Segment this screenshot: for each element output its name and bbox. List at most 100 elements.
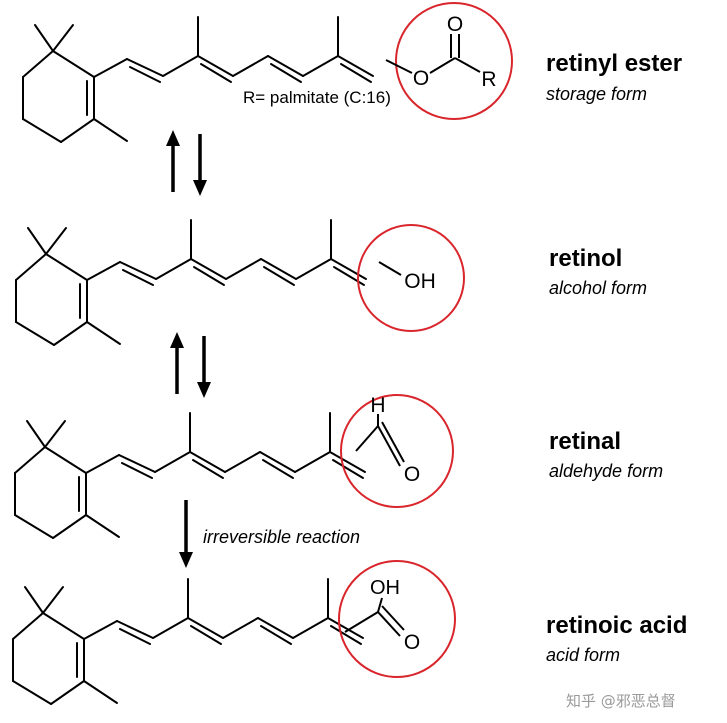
bond (162, 55, 199, 77)
bond (330, 258, 367, 280)
bond (12, 680, 52, 705)
retinoic-acid-structure (12, 578, 364, 705)
bond (26, 420, 46, 448)
bond (45, 253, 88, 281)
carboxyl-highlight-circle (338, 560, 456, 678)
bond (118, 454, 156, 473)
bond (14, 514, 54, 539)
compound-name-retinoic-acid: retinoic acid (546, 612, 688, 639)
bond (45, 227, 67, 255)
bond (232, 55, 269, 77)
ester-r-group: R (481, 68, 496, 91)
bond (187, 617, 224, 639)
bond (302, 55, 339, 77)
retinol-structure (15, 219, 367, 346)
bond (53, 321, 88, 346)
bond (222, 617, 259, 639)
carboxyl-hydroxyl: OH (370, 577, 400, 599)
bond (119, 628, 151, 645)
bond (24, 586, 44, 614)
bond (86, 261, 121, 281)
aldehyde-highlight-circle (340, 394, 454, 508)
ester-highlight-circle (395, 2, 513, 120)
bond (122, 269, 154, 286)
bond (267, 55, 304, 77)
bond (190, 258, 227, 280)
bond (22, 50, 54, 78)
bond (155, 258, 192, 280)
compound-name-retinal: retinal (549, 428, 622, 455)
ester-oxygen: O (413, 67, 429, 90)
carboxyl-oxygen: O (404, 631, 420, 654)
bond (93, 58, 128, 78)
compound-form-acid: acid form (546, 645, 621, 665)
bond (86, 321, 121, 345)
reaction-arrows-2 (170, 332, 211, 398)
bond (260, 625, 292, 645)
carboxyl-functional-group: OH O (338, 560, 456, 678)
bond (295, 258, 332, 280)
ester-functional-group: O O R (385, 2, 513, 120)
compound-form-alcohol: alcohol form (549, 278, 648, 298)
hydroxyl-label: OH (404, 270, 436, 293)
bond (15, 253, 47, 281)
bond (60, 118, 95, 143)
bond (85, 454, 120, 474)
bond (83, 680, 118, 704)
bond (44, 446, 87, 474)
bond (340, 63, 372, 83)
bond (129, 66, 161, 83)
alcohol-functional-group: OH (357, 224, 465, 332)
bond (294, 451, 331, 473)
bond (50, 680, 85, 705)
bond (337, 55, 374, 77)
compound-name-retinol: retinol (549, 245, 623, 272)
aldehyde-functional-group: H O (340, 394, 454, 508)
bond (260, 258, 297, 280)
bond (52, 50, 95, 78)
bond (85, 514, 120, 538)
bond (121, 462, 153, 479)
watermark: 知乎 @邪恶总督 (566, 692, 676, 710)
bond (332, 459, 364, 479)
alcohol-highlight-circle (357, 224, 465, 332)
bond (224, 451, 261, 473)
aldehyde-oxygen: O (404, 463, 420, 486)
bond (259, 451, 296, 473)
bond (329, 451, 366, 473)
irreversible-reaction-label: irreversible reaction (203, 527, 361, 547)
ester-carbonyl-oxygen: O (447, 13, 463, 36)
bond (152, 617, 189, 639)
retinyl-ester-structure (22, 16, 374, 143)
compound-name-retinyl-ester: retinyl ester (546, 50, 683, 77)
bond (257, 617, 294, 639)
bond (52, 24, 74, 52)
bond (126, 58, 164, 77)
bond (119, 261, 157, 280)
bond (292, 617, 329, 639)
bond (52, 514, 87, 539)
bond (197, 55, 234, 77)
irreversible-arrow (179, 500, 193, 568)
bond (83, 620, 118, 640)
bond (327, 617, 364, 639)
bond (190, 625, 222, 645)
bond (263, 266, 295, 286)
bond (262, 459, 294, 479)
bond (14, 446, 46, 474)
bond (42, 612, 85, 640)
bond (22, 118, 62, 143)
bond (225, 258, 262, 280)
bond (200, 63, 232, 83)
bond (192, 459, 224, 479)
bond (116, 620, 154, 639)
bond (27, 227, 47, 255)
bond (15, 321, 55, 346)
bond (12, 612, 44, 640)
bond (154, 451, 191, 473)
aldehyde-hydrogen: H (370, 394, 385, 417)
reaction-arrows-1 (166, 130, 207, 196)
bond (44, 420, 66, 448)
